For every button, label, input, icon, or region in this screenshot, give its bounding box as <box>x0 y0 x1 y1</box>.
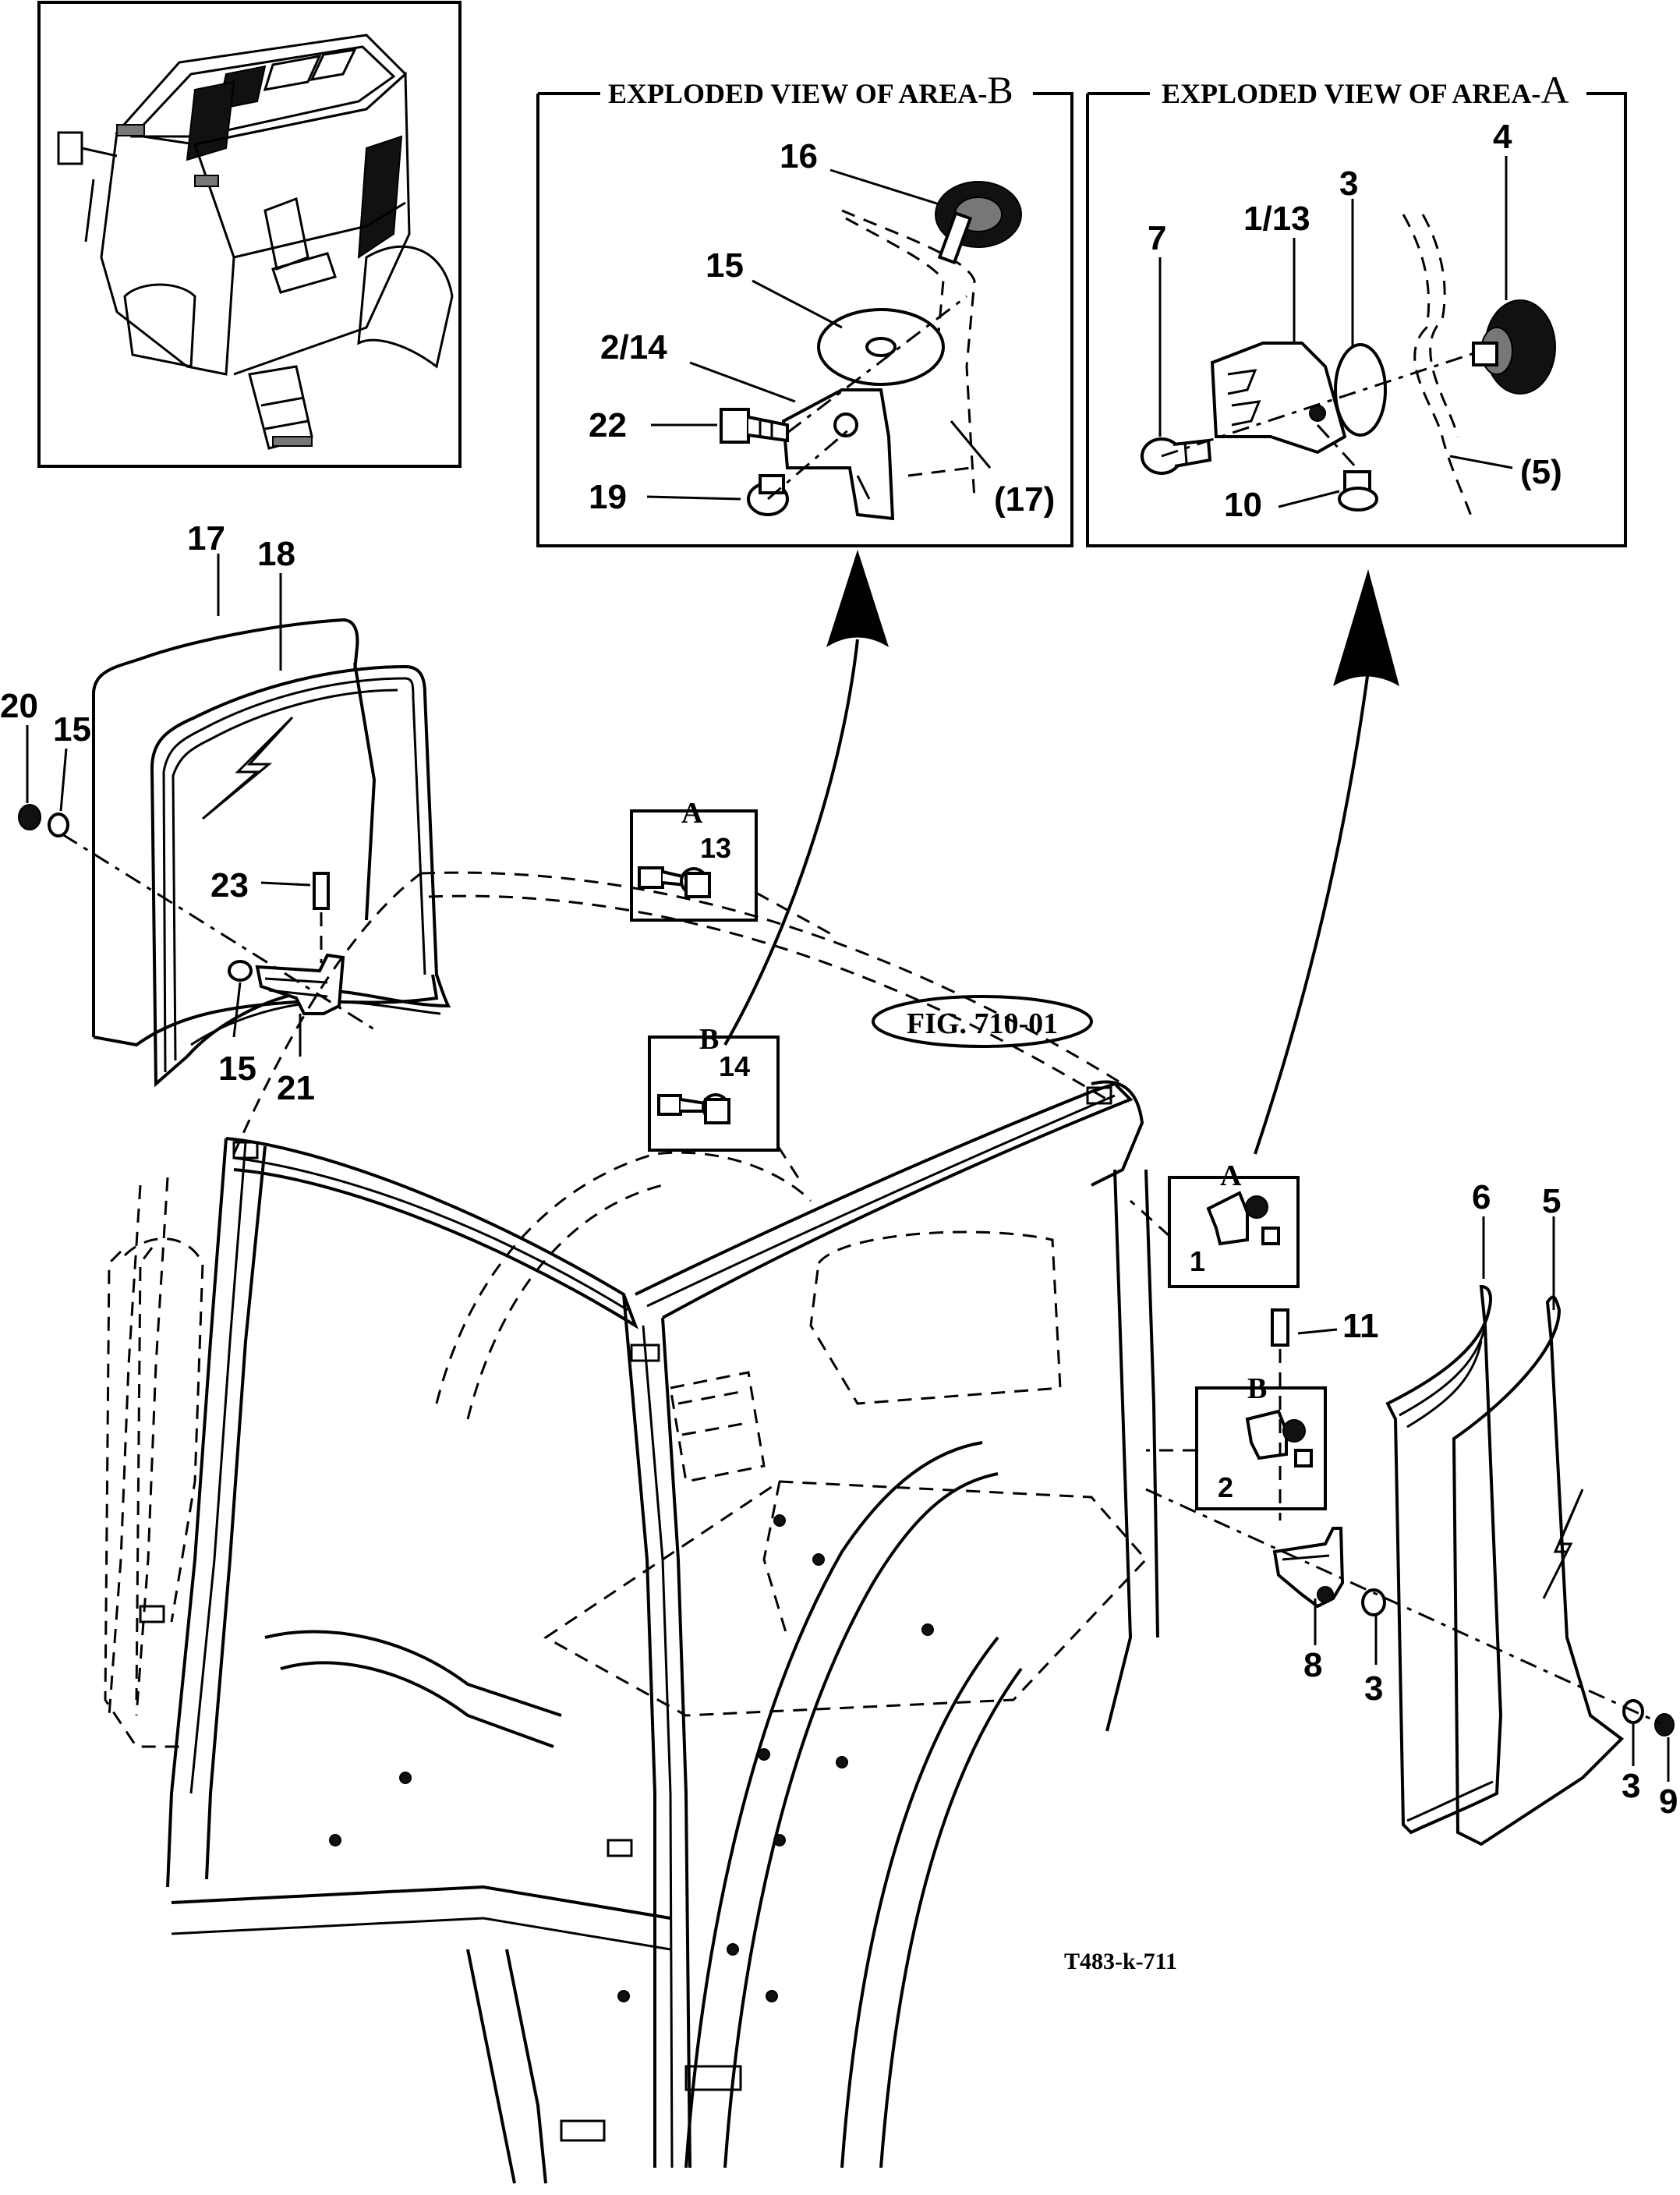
grommet-part-16 <box>935 181 1022 265</box>
bolt-part-22 <box>720 408 789 444</box>
callout-2-14: 2/14 <box>600 328 667 366</box>
callout-17-ref: (17) <box>994 480 1055 519</box>
callout-6: 6 <box>1472 1178 1491 1216</box>
callout-1-13: 1/13 <box>1243 200 1310 238</box>
callout-7: 7 <box>1148 219 1166 257</box>
callout-10: 10 <box>1224 486 1262 524</box>
hinge-part-21 <box>255 953 345 1015</box>
callout-3-hinge: 3 <box>1364 1669 1383 1708</box>
callout-3-outer: 3 <box>1622 1767 1640 1805</box>
callout-5: 5 <box>1542 1182 1561 1220</box>
bolt-part-19 <box>747 474 789 516</box>
tractor-overview-thumbnail <box>37 1 462 468</box>
callout-15: 15 <box>706 246 744 285</box>
pin-part-23 <box>313 872 330 910</box>
figure-reference-text: FIG. 710-01 <box>907 1007 1058 1040</box>
area-box-a-1-letter: A <box>1220 1159 1242 1192</box>
washer-part-3 <box>1334 343 1387 437</box>
area-box-b-2-letter: B <box>1247 1372 1267 1405</box>
pointer-arrow-to-area-a <box>1254 569 1399 1155</box>
detail-area-a-panel: EXPLODED VIEW OF AREA-A <box>1086 68 1627 547</box>
bolt-part-10 <box>1338 470 1378 512</box>
area-box-a-13: A 13 <box>630 797 758 922</box>
left-door-assembly: 17 18 20 15 23 15 21 <box>0 519 451 1107</box>
area-box-a-1: A 1 <box>1168 1159 1300 1288</box>
callout-8: 8 <box>1303 1646 1322 1684</box>
callout-23: 23 <box>210 866 249 905</box>
area-box-b-14: B 14 <box>648 1023 780 1152</box>
callout-20: 20 <box>0 687 38 725</box>
grommet-part-4 <box>1472 299 1556 395</box>
svg-text:EXPLODED VIEW OF AREA-A: EXPLODED VIEW OF AREA-A <box>1162 68 1569 112</box>
callout-15-lower: 15 <box>218 1050 256 1088</box>
callout-1: 1 <box>1190 1245 1205 1277</box>
callout-18: 18 <box>257 535 295 573</box>
callout-2: 2 <box>1218 1471 1233 1503</box>
cab-frame-drawing <box>104 871 1197 2184</box>
drawing-code: T483-k-711 <box>1064 1949 1177 1974</box>
right-door-assembly: 6 5 11 8 3 3 9 <box>1145 1178 1678 1846</box>
pointer-arrow-to-area-b <box>723 550 889 1046</box>
callout-9: 9 <box>1659 1783 1678 1821</box>
hinge-part-8 <box>1272 1527 1345 1609</box>
detail-a-title-letter: A <box>1540 68 1569 112</box>
svg-text:EXPLODED VIEW OF AREA-B: EXPLODED VIEW OF AREA-B <box>608 68 1013 112</box>
washer-part-3-hinge <box>1361 1588 1386 1616</box>
callout-5-ref: (5) <box>1520 453 1562 491</box>
washer-part-15-lower <box>228 960 253 982</box>
detail-b-title-letter: B <box>987 68 1013 112</box>
area-box-b-2: B 2 <box>1195 1372 1327 1510</box>
callout-21: 21 <box>277 1069 315 1107</box>
callout-22: 22 <box>589 406 627 444</box>
callout-17: 17 <box>187 519 225 558</box>
area-box-b-14-letter: B <box>699 1023 719 1056</box>
callout-4: 4 <box>1493 118 1512 156</box>
nut-part-20 <box>18 804 41 830</box>
callout-3-detail: 3 <box>1339 165 1358 203</box>
callout-13: 13 <box>700 832 731 864</box>
callout-16: 16 <box>780 137 818 175</box>
area-box-a-13-letter: A <box>681 797 703 830</box>
washer-part-15-upper <box>48 813 69 837</box>
callout-14: 14 <box>719 1050 750 1082</box>
detail-a-title: EXPLODED VIEW OF AREA- <box>1162 78 1540 109</box>
callout-15-upper: 15 <box>53 710 91 749</box>
bracket-part-2-14 <box>781 388 895 521</box>
callout-19: 19 <box>589 478 627 516</box>
nut-part-9 <box>1654 1713 1675 1737</box>
figure-reference-oval: FIG. 710-01 <box>872 995 1093 1048</box>
bracket-part-1-13 <box>1210 342 1347 455</box>
washer-part-15 <box>817 308 945 386</box>
glass-lightning-mark <box>202 716 294 820</box>
detail-b-title: EXPLODED VIEW OF AREA- <box>608 78 987 109</box>
callout-11: 11 <box>1342 1307 1379 1345</box>
pin-part-11 <box>1271 1308 1289 1347</box>
detail-area-b-panel: EXPLODED VIEW OF AREA-B <box>536 68 1073 547</box>
